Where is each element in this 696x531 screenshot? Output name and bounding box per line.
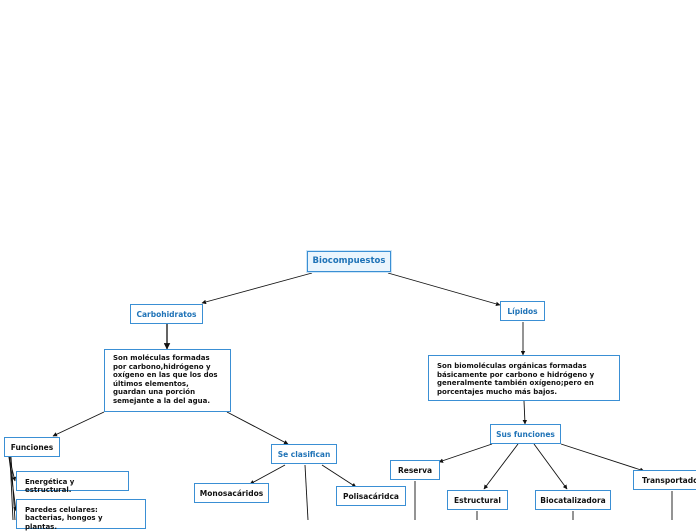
node-paredes-celulares[interactable]: Paredes celulares: bacterias, hongos y p… — [16, 499, 146, 531]
concept-map-connectors — [8, 272, 673, 520]
node-funciones[interactable]: Funciones — [4, 437, 60, 457]
node-sus-funciones[interactable]: Sus funciones — [490, 424, 561, 444]
node-se-clasifican[interactable]: Se clasifican — [271, 444, 337, 464]
node-reserva[interactable]: Reserva — [390, 460, 440, 480]
node-monosacaridos[interactable]: Monosacáridos — [194, 483, 269, 503]
edge-root-lipidos — [387, 272, 501, 307]
edge-susfunciones-estructural — [483, 443, 519, 490]
node-carbohidratos[interactable]: Carbohidratos — [130, 304, 203, 324]
edge-clasifican-down — [304, 464, 309, 520]
edge-root-carbohidratos — [201, 272, 313, 305]
node-lipidos-definition[interactable]: Son biomoléculas orgánicas formadas bási… — [428, 355, 620, 401]
edge-clasifican-polisacaridca — [321, 464, 357, 488]
edge-definition-clasifican — [226, 411, 289, 445]
edge-susfunciones-transportadora — [560, 443, 645, 472]
edge-susfunciones-biocatalizadora — [533, 443, 568, 490]
edge-definition-funciones — [52, 411, 105, 437]
node-carbohidratos-definition[interactable]: Son moléculas formadas por carbono,hidró… — [104, 349, 231, 412]
root-biocompuestos[interactable]: Biocompuestos — [307, 251, 391, 272]
node-biocatalizadora[interactable]: Biocatalizadora — [535, 490, 611, 510]
edge-lipdef-susfunciones — [522, 400, 528, 425]
node-lipidos[interactable]: Lípidos — [500, 301, 545, 321]
node-polisacaridca[interactable]: Polisacáridca — [336, 486, 406, 506]
edge-funciones-down-1 — [9, 456, 14, 520]
node-energetica-estructural[interactable]: Energética y estructural. — [16, 471, 129, 494]
edge-susfunciones-reserva — [438, 443, 493, 463]
node-estructural[interactable]: Estructural — [447, 490, 508, 510]
edge-funciones-down-2 — [10, 456, 16, 520]
edge-clasifican-monosacaridos — [249, 464, 286, 485]
node-transportadora[interactable]: Transportadora — [633, 470, 696, 490]
